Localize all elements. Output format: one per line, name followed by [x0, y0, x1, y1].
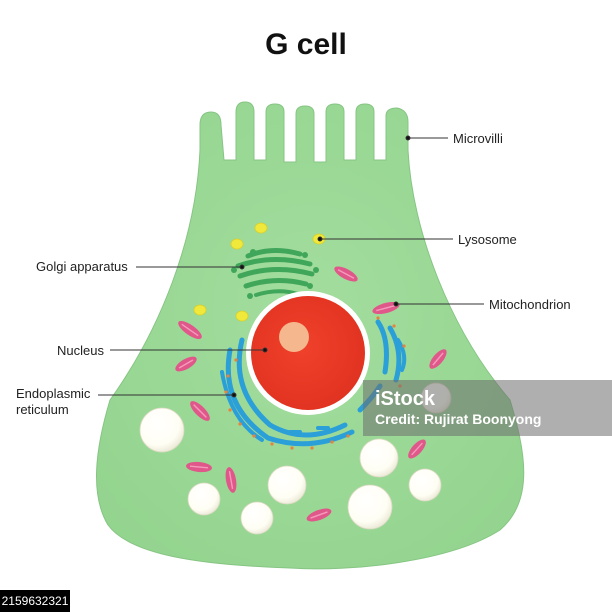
endoplasmic-reticulum — [220, 319, 407, 447]
label-endoplasmic-reticulum: Endoplasmic reticulum — [16, 386, 90, 418]
golgi-apparatus — [231, 248, 319, 299]
lysosome — [235, 310, 249, 322]
secretory-vesicle — [359, 438, 399, 478]
mitochondrion — [178, 320, 202, 340]
golgi-vesicle — [247, 293, 253, 299]
label-nucleus: Nucleus — [57, 343, 104, 358]
lysosome — [230, 238, 244, 250]
golgi-vesicle — [313, 267, 319, 273]
label-golgi-apparatus: Golgi apparatus — [36, 259, 128, 274]
secretory-vesicles — [139, 382, 452, 535]
lysosome — [254, 222, 268, 234]
secretory-vesicle — [187, 482, 221, 516]
mitochondrion — [186, 461, 212, 473]
label-lysosome: Lysosome — [458, 232, 517, 247]
mitochondrion — [306, 508, 332, 522]
golgi-vesicle — [302, 252, 308, 258]
golgi-cisterna — [243, 278, 309, 289]
page-title: G cell — [265, 28, 347, 61]
secretory-vesicle — [267, 465, 307, 505]
secretory-vesicle — [347, 484, 393, 530]
watermark-credit: Credit: Rujirat Boonyong — [375, 411, 542, 427]
golgi-vesicle — [250, 249, 256, 255]
golgi-cisterna — [235, 256, 313, 269]
leader-lines — [98, 135, 484, 398]
secretory-vesicle — [139, 407, 185, 453]
golgi-vesicle — [231, 267, 237, 273]
mitochondrion — [334, 266, 358, 282]
nucleolus — [279, 322, 309, 352]
watermark: iStock Credit: Rujirat Boonyong — [363, 380, 612, 436]
stock-id-badge: 2159632321 — [0, 590, 70, 612]
label-mitochondrion: Mitochondrion — [489, 297, 571, 312]
mitochondrion — [175, 356, 197, 372]
mitochondria — [175, 266, 447, 522]
label-microvilli: Microvilli — [453, 131, 503, 146]
secretory-vesicle — [240, 501, 274, 535]
mitochondrion — [372, 301, 400, 315]
mitochondrion — [408, 439, 426, 459]
nucleus-body — [251, 296, 365, 410]
label-er-line2: reticulum — [16, 402, 69, 417]
label-er-line1: Endoplasmic — [16, 386, 91, 401]
mitochondrion — [190, 401, 210, 421]
lysosome — [193, 304, 207, 316]
watermark-brand: iStock — [375, 388, 436, 410]
secretory-vesicle — [408, 468, 442, 502]
nucleus — [246, 291, 370, 415]
golgi-cisterna — [237, 266, 315, 279]
mitochondrion — [429, 349, 447, 369]
golgi-vesicle — [307, 283, 313, 289]
mitochondrion — [225, 467, 237, 493]
